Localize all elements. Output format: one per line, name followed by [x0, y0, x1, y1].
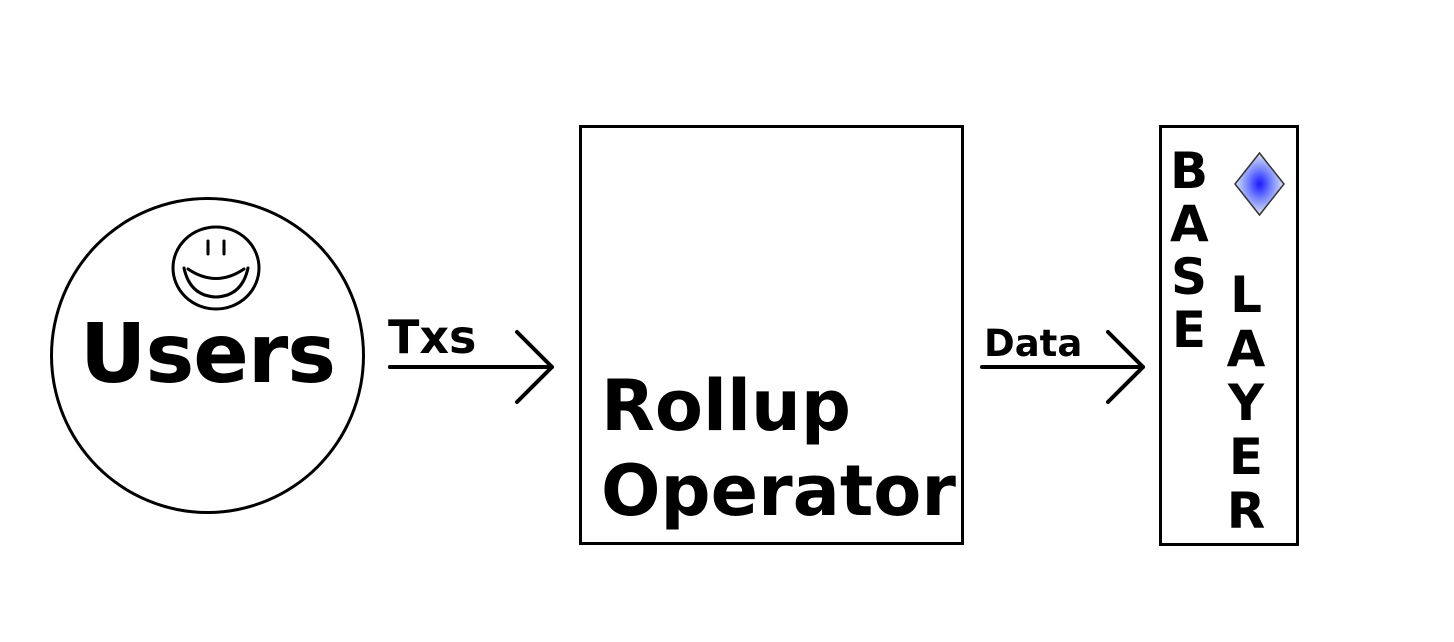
rollup-label-line2: Operator — [601, 450, 956, 532]
base-letter-1: B — [1170, 142, 1209, 200]
users-label: Users — [79, 307, 336, 402]
base-letter-2: A — [1170, 195, 1209, 253]
rollup-operator-node: Rollup Operator — [579, 125, 964, 545]
layer-letter-4: E — [1228, 428, 1264, 486]
diamond-icon — [1234, 151, 1285, 217]
base-letter-4: E — [1171, 301, 1207, 359]
layer-letter-3: Y — [1227, 374, 1265, 432]
layer-letter-5: R — [1226, 482, 1266, 540]
txs-edge-label: Txs — [388, 310, 477, 364]
rollup-operator-label: Rollup Operator — [601, 364, 956, 534]
rollup-label-line1: Rollup — [601, 365, 851, 447]
layer-letter-1: L — [1230, 266, 1262, 324]
smiley-face-icon — [171, 225, 261, 311]
users-node: Users — [50, 197, 365, 514]
layer-letter-2: A — [1226, 320, 1266, 378]
data-edge-label: Data — [984, 322, 1083, 365]
base-letter-3: S — [1170, 248, 1207, 306]
